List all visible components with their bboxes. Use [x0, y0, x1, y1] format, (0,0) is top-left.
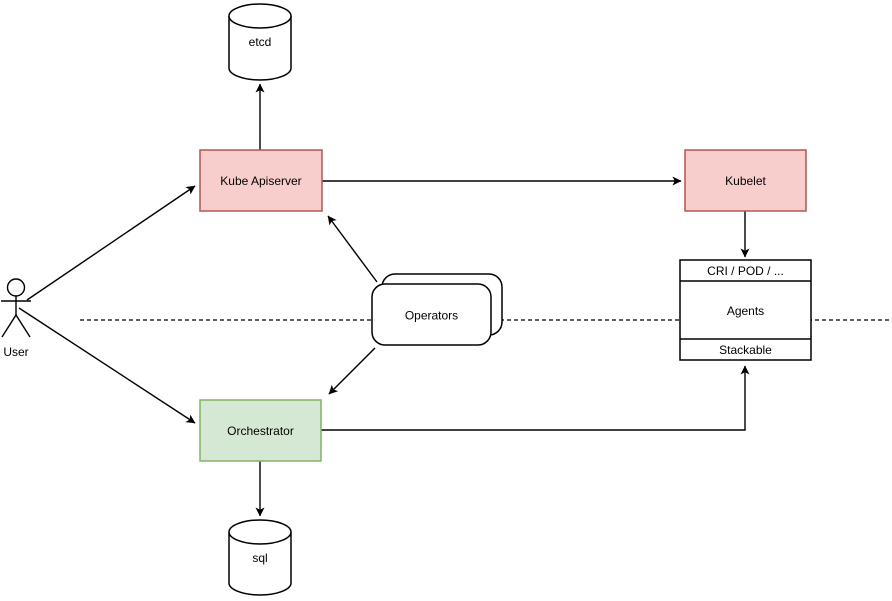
- etcd-cylinder-top: [228, 3, 292, 29]
- node-etcd: etcd: [228, 3, 292, 81]
- orchestrator-box: [199, 399, 322, 462]
- user-label: User: [3, 345, 28, 359]
- edge-user-to-kube-apiserver: [26, 185, 196, 301]
- node-operators: Operators: [371, 273, 503, 346]
- actor-left-leg: [1, 314, 17, 338]
- stackable-label: Stackable: [719, 343, 772, 357]
- agents-label: Agents: [727, 304, 764, 318]
- sql-label: sql: [252, 551, 267, 565]
- edge-operators-to-orchestrator: [328, 347, 376, 395]
- agents-outer-box: [679, 259, 812, 361]
- edges-layer: [18, 83, 750, 517]
- orchestrator-label: Orchestrator: [227, 424, 294, 438]
- kube-apiserver-label: Kube Apiserver: [220, 174, 301, 188]
- operators-label: Operators: [405, 309, 458, 323]
- etcd-label: etcd: [249, 35, 272, 49]
- edge-operators-to-kube-apiserver: [327, 215, 378, 283]
- kube-apiserver-box: [199, 149, 323, 212]
- actor-right-leg: [15, 314, 31, 338]
- node-agents-stack: CRI / POD / ... Agents Stackable: [679, 259, 812, 361]
- sql-cylinder-body: [228, 532, 292, 596]
- node-orchestrator: Orchestrator: [199, 399, 322, 462]
- etcd-cylinder-body: [228, 16, 292, 81]
- edge-orchestrator-to-stackable: [321, 365, 750, 431]
- node-kube-apiserver: Kube Apiserver: [199, 149, 323, 212]
- node-user: User: [1, 278, 31, 359]
- node-kubelet: Kubelet: [684, 149, 807, 212]
- operators-front-card: [371, 283, 492, 346]
- node-sql: sql: [228, 519, 292, 596]
- kubelet-box: [684, 149, 807, 212]
- kubelet-label: Kubelet: [725, 174, 766, 188]
- cri-pod-label: CRI / POD / ...: [707, 264, 784, 278]
- actor-head: [6, 278, 26, 297]
- sql-cylinder-top: [228, 519, 292, 545]
- edge-user-to-orchestrator: [18, 307, 196, 424]
